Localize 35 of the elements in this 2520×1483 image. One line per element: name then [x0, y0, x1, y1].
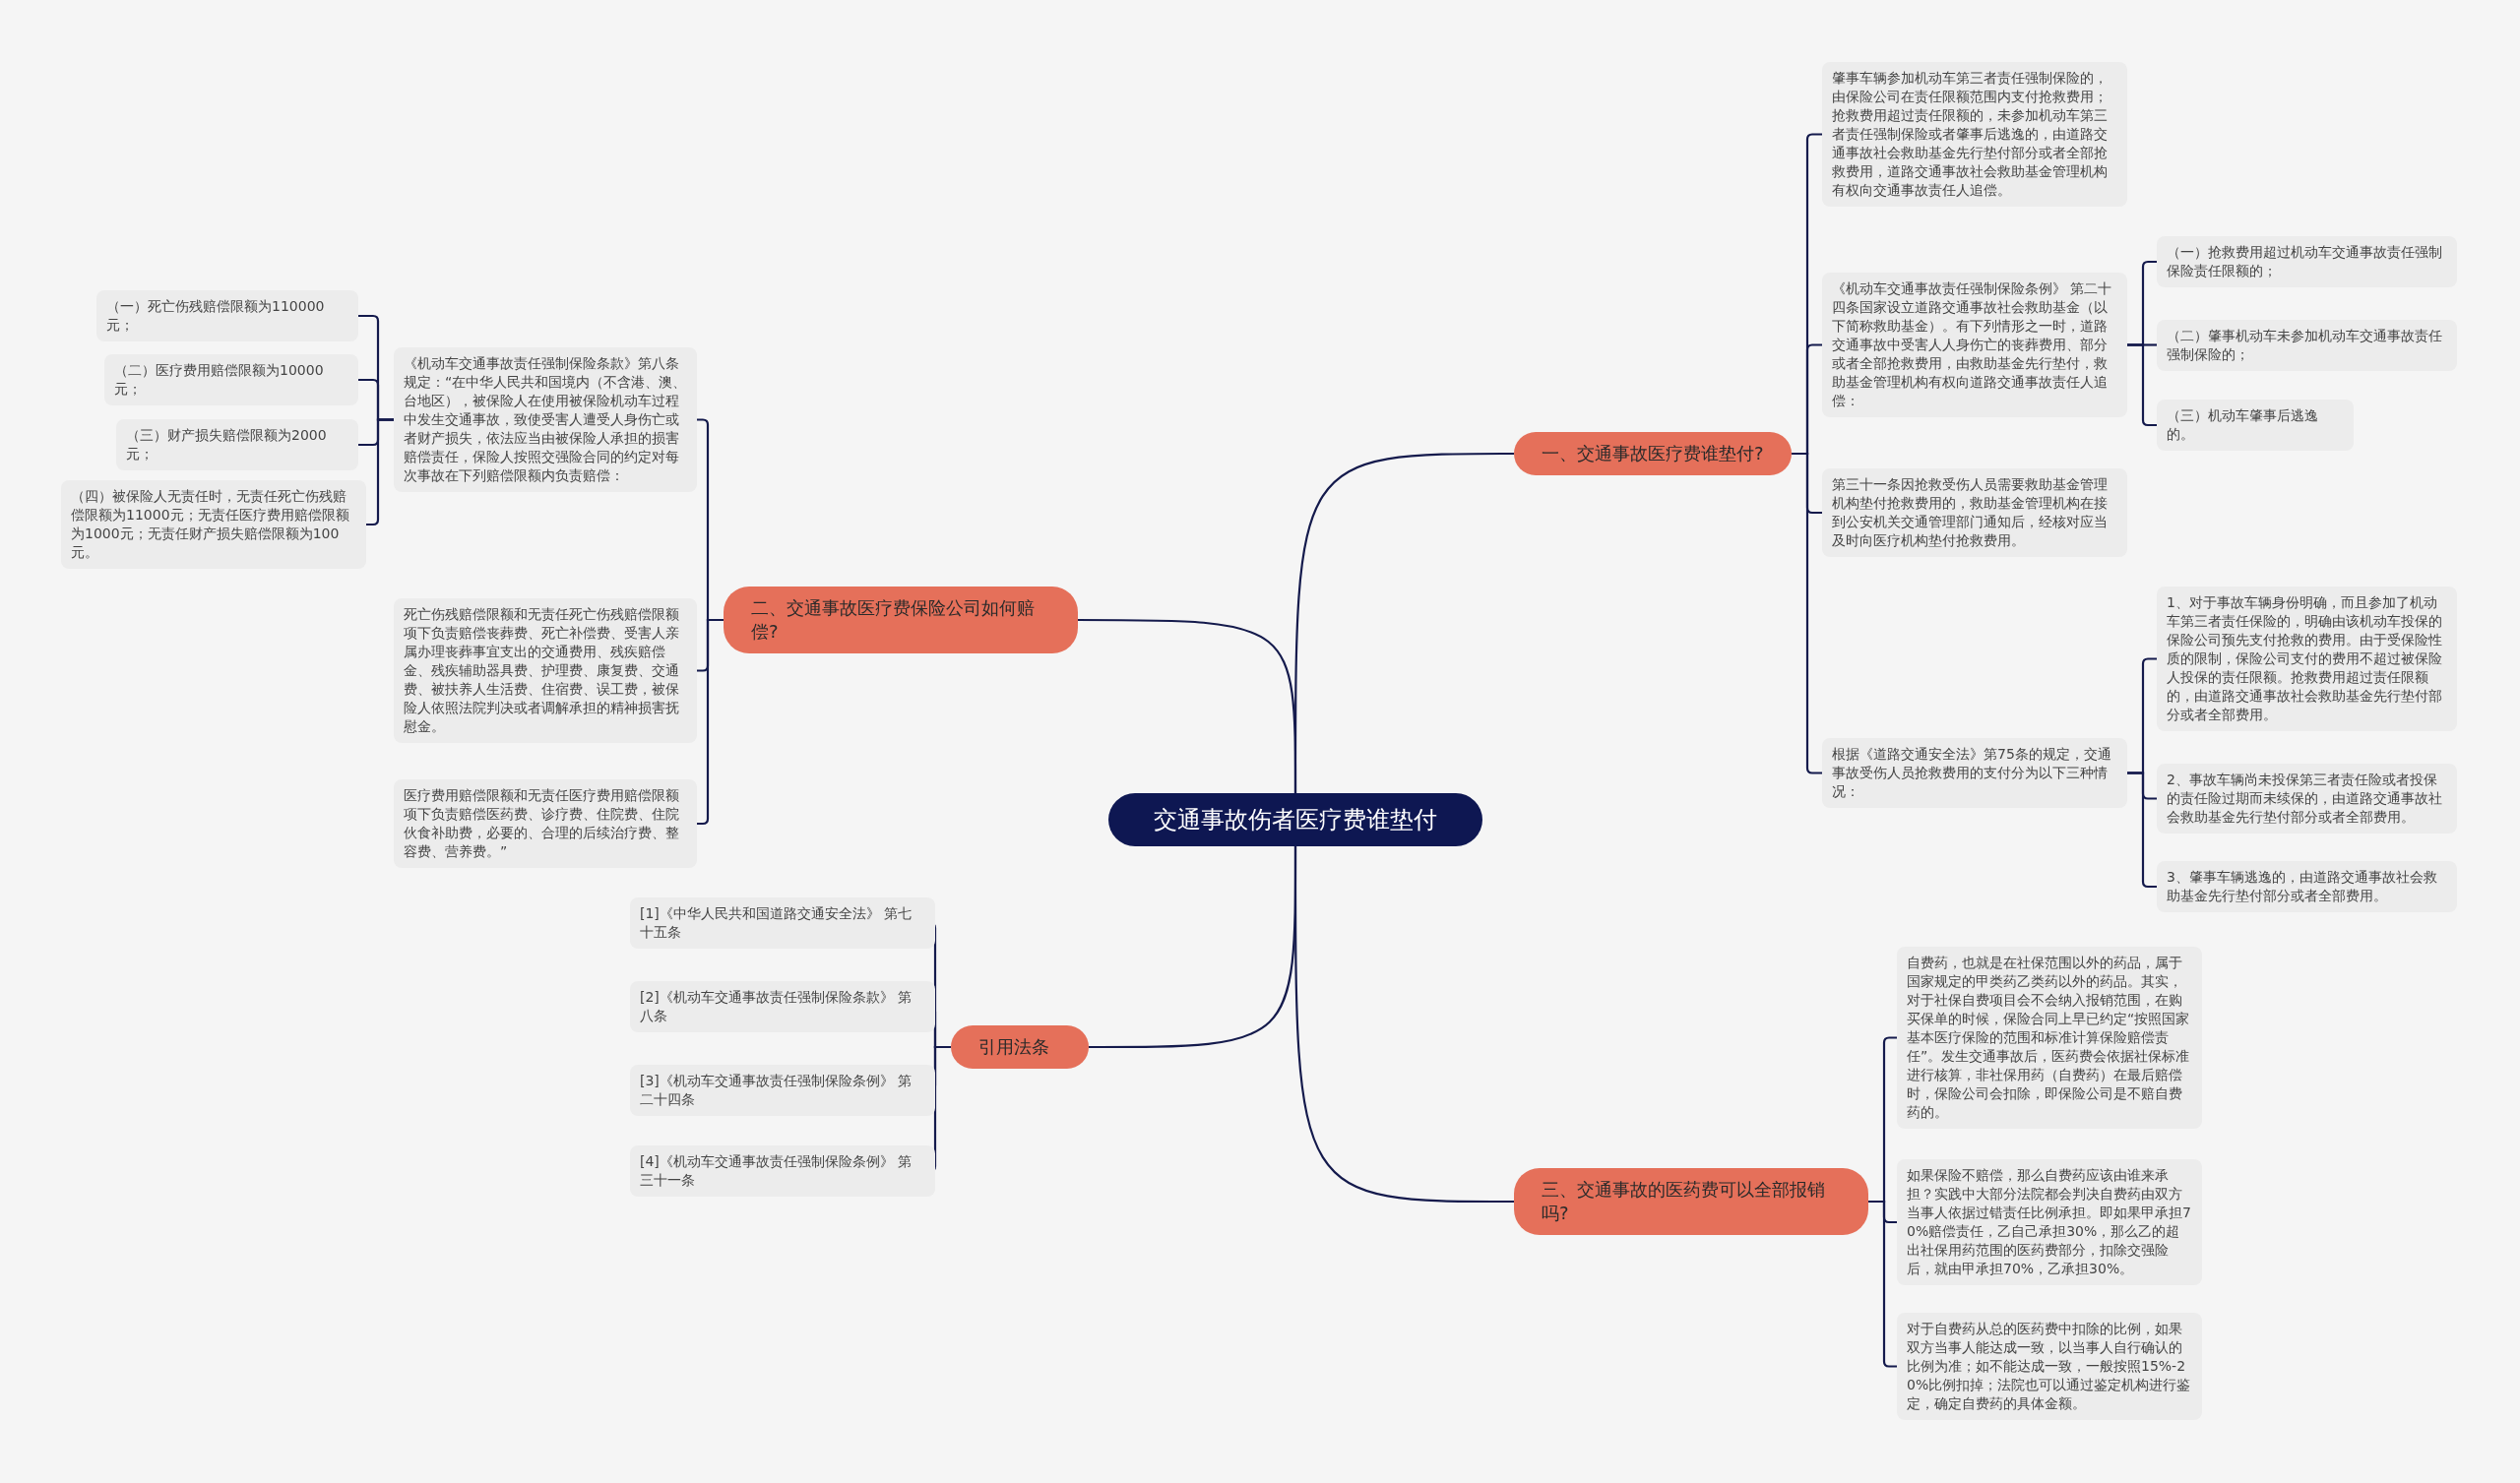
branch-topic: 引用法条 — [951, 1025, 1089, 1069]
connector-line — [2127, 772, 2157, 889]
connector-line — [1792, 452, 1822, 774]
branch-topic: 一、交通事故医疗费谁垫付? — [1514, 432, 1792, 475]
note-card: [3]《机动车交通事故责任强制保险条例》 第二十四条 — [630, 1065, 935, 1116]
central-topic: 交通事故伤者医疗费谁垫付 — [1108, 793, 1482, 846]
note-card: 第三十一条因抢救受伤人员需要救助基金管理机构垫付抢救费用的，救助基金管理机构在接到公安机关交通管理部门通知后，经核对应当及时向医疗机构垫付抢救费用。 — [1822, 468, 2127, 557]
note-card: 如果保险不赔偿，那么自费药应该由谁来承担？实践中大部分法院都会判决自费药由双方当事人依据过错责任比例承担。即如果甲承担70%赔偿责任，乙自己承担30%，那么乙的超出社保用药范围的医药费部分，扣除交强险后，就由甲承担70%，乙承担30%。 — [1897, 1159, 2202, 1285]
note-card: 自费药，也就是在社保范围以外的药品，属于国家规定的甲类药乙类药以外的药品。其实，对于社保自费项目会不会纳入报销范围，在购买保单的时候，保险合同上早已约定“按照国家基本医疗保险的范围和标准计算保险赔偿责任”。发生交通事故后，医药费会依据社保标准进行核算，非社保用药（自费药）在最后赔偿时，保险公司会扣除，即保险公司是不赔自费药的。 — [1897, 947, 2202, 1129]
note-card: 3、肇事车辆逃逸的，由道路交通事故社会救助基金先行垫付部分或者全部费用。 — [2157, 861, 2457, 912]
note-card: （二）肇事机动车未参加机动车交通事故责任强制保险的； — [2157, 320, 2457, 371]
note-card: [4]《机动车交通事故责任强制保险条例》 第三十一条 — [630, 1145, 935, 1197]
note-card: 肇事车辆参加机动车第三者责任强制保险的，由保险公司在责任限额范围内支付抢救费用；抢救费用超过责任限额的，未参加机动车第三者责任强制保险或者肇事后逃逸的，由道路交通事故社会救助基金先行垫付部分或者全部抢救费用，道路交通事故社会救助基金管理机构有权向交通事故责任人追偿。 — [1822, 62, 2127, 207]
note-card: 医疗费用赔偿限额和无责任医疗费用赔偿限额项下负责赔偿医药费、诊疗费、住院费、住院伙食补助费，必要的、合理的后续治疗费、整容费、营养费。” — [394, 779, 697, 868]
connector-line — [1078, 618, 1297, 793]
connector-line — [697, 618, 724, 826]
note-card: 死亡伤残赔偿限额和无责任死亡伤残赔偿限额项下负责赔偿丧葬费、死亡补偿费、受害人亲属办理丧葬事宜支出的交通费用、残疾赔偿金、残疾辅助器具费、护理费、康复费、交通费、被扶养人生活费、住宿费、误工费，被保险人依照法院判决或者调解承担的精神损害抚慰金。 — [394, 598, 697, 743]
note-card: [1]《中华人民共和国道路交通安全法》 第七十五条 — [630, 897, 935, 949]
note-card: 1、对于事故车辆身份明确，而且参加了机动车第三者责任保险的，明确由该机动车投保的保险公司预先支付抢救的费用。由于受保险性质的限制，保险公司支付的费用不超过被保险人投保的责任限额。抢救费用超过责任限额的，由道路交通事故社会救助基金先行垫付部分或者全部费用。 — [2157, 587, 2457, 731]
note-card: 2、事故车辆尚未投保第三者责任险或者投保的责任险过期而未续保的，由道路交通事故社会救助基金先行垫付部分或者全部费用。 — [2157, 764, 2457, 834]
connector-line — [1293, 846, 1514, 1204]
note-card: [2]《机动车交通事故责任强制保险条款》 第八条 — [630, 981, 935, 1032]
branch-topic: 二、交通事故医疗费保险公司如何赔偿? — [724, 587, 1078, 653]
note-card: 根据《道路交通安全法》第75条的规定，交通事故受伤人员抢救费用的支付分为以下三种情况： — [1822, 738, 2127, 808]
note-card: （四）被保险人无责任时，无责任死亡伤残赔偿限额为11000元；无责任医疗费用赔偿限额为1000元；无责任财产损失赔偿限额为100元。 — [61, 480, 366, 569]
note-card: （三）机动车肇事后逃逸的。 — [2157, 400, 2354, 451]
note-card: （二）医疗费用赔偿限额为10000元； — [104, 354, 358, 405]
note-card: 《机动车交通事故责任强制保险条例》 第二十四条国家设立道路交通事故社会救助基金（以下简称救助基金）。有下列情形之一时，道路交通事故中受害人人身伤亡的丧葬费用、部分或者全部抢救费用，由救助基金先行垫付，救助基金管理机构有权向道路交通事故责任人追偿： — [1822, 273, 2127, 417]
branch-topic: 三、交通事故的医药费可以全部报销吗? — [1514, 1168, 1868, 1235]
note-card: 对于自费药从总的医药费中扣除的比例，如果双方当事人能达成一致，以当事人自行确认的比例为准；如不能达成一致，一般按照15%-20%比例扣掉；法院也可以通过鉴定机构进行鉴定，确定自费药的具体金额。 — [1897, 1313, 2202, 1420]
note-card: （一）抢救费用超过机动车交通事故责任强制保险责任限额的； — [2157, 236, 2457, 287]
note-card: （三）财产损失赔偿限额为2000元； — [116, 419, 358, 470]
connector-line — [2127, 343, 2157, 427]
note-card: （一）死亡伤残赔偿限额为110000元； — [96, 290, 358, 341]
note-card: 《机动车交通事故责任强制保险条款》第八条规定：“在中华人民共和国境内（不含港、澳、台地区），被保险人在使用被保险机动车过程中发生交通事故，致使受害人遭受人身伤亡或者财产损失，依法应当由被保险人承担的损害赔偿责任，保险人按照交强险合同的约定对每次事故在下列赔偿限额内负责赔偿： — [394, 347, 697, 492]
